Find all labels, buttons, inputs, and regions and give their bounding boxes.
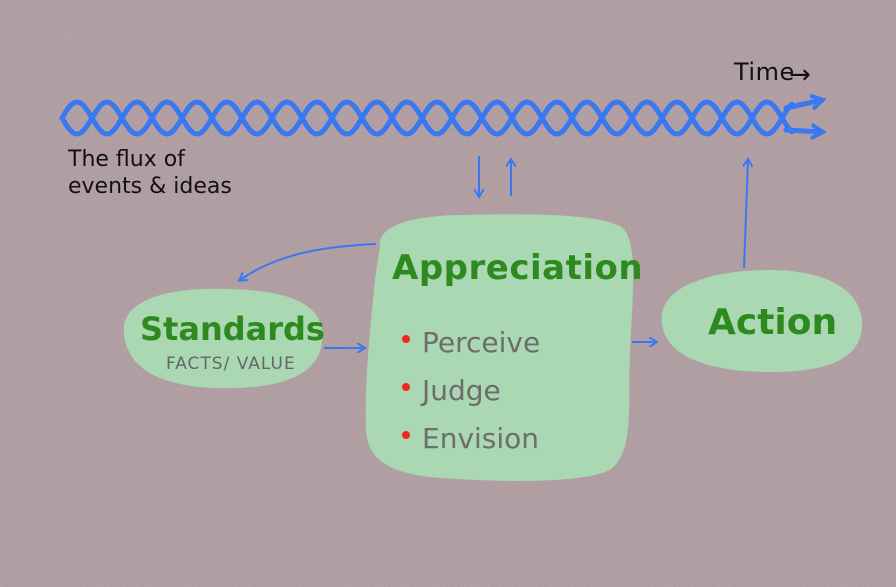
flux-arrow-lower: [783, 130, 822, 132]
bullet-dot-icon: [402, 335, 410, 343]
flux-label-line2: events & ideas: [68, 174, 232, 199]
appreciation-title: Appreciation: [392, 248, 644, 288]
flux-wave: [59, 99, 822, 137]
arrow-appreciation-to-standards: [240, 243, 377, 280]
bullet-dot-icon: [402, 431, 410, 439]
flux-label: The flux of events & ideas: [68, 146, 232, 200]
standards-blob: [123, 288, 323, 389]
appreciation-item: Perceive: [402, 318, 540, 366]
arrow-action-to-flux: [744, 160, 748, 269]
action-blob: [661, 270, 862, 372]
appreciation-item: Envision: [402, 414, 540, 462]
flux-strand-a: [59, 99, 795, 137]
appreciation-item-label: Perceive: [422, 325, 541, 359]
action-title: Action: [708, 302, 838, 343]
flux-label-line1: The flux of: [68, 147, 185, 172]
appreciation-item-label: Judge: [422, 373, 501, 407]
right-arrow-icon: →: [789, 60, 811, 90]
appreciation-item: Judge: [402, 366, 540, 414]
appreciation-item-label: Envision: [422, 421, 540, 455]
appreciation-item-list: Perceive Judge Envision: [402, 318, 540, 462]
appreciation-blob: [365, 214, 634, 481]
bullet-dot-icon: [402, 383, 410, 391]
time-label: Time: [734, 58, 795, 86]
standards-title: Standards: [140, 310, 325, 348]
flux-strand-b: [59, 99, 795, 137]
flux-arrow-upper: [783, 100, 822, 111]
standards-subtitle: FACTS/ VALUE: [166, 354, 296, 374]
